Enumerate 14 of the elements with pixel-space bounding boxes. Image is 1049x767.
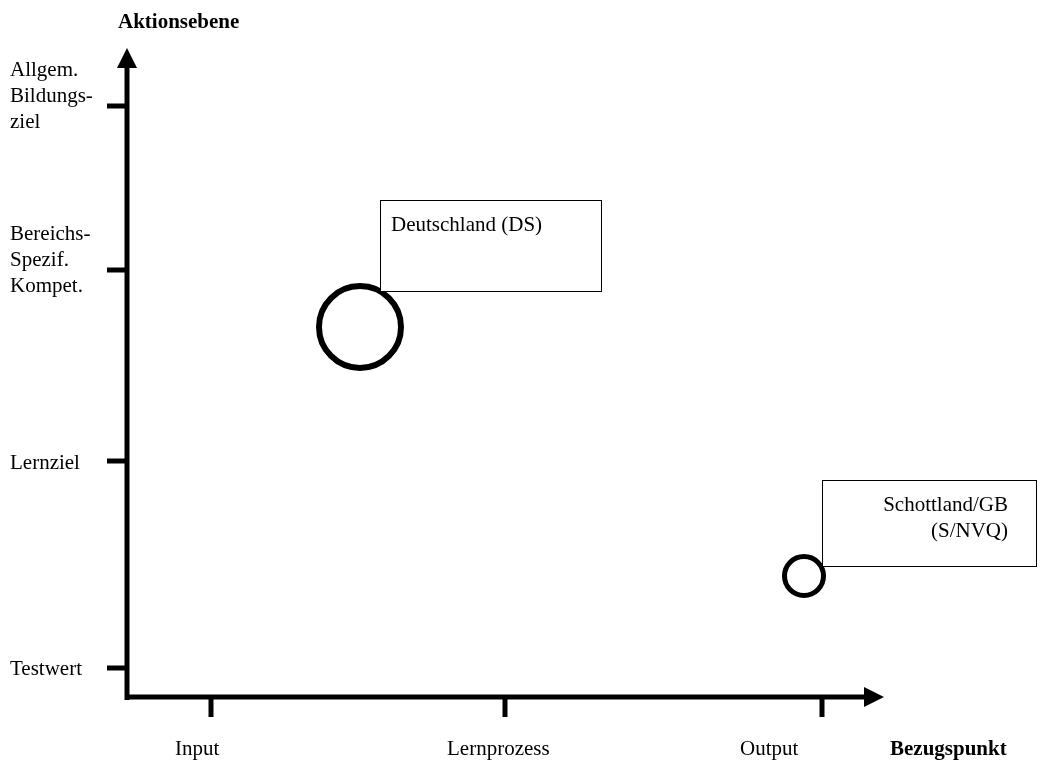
axis-title: Aktionsebene	[118, 8, 240, 34]
label-box	[822, 480, 1037, 567]
tick-label: Lernprozess	[447, 735, 550, 761]
tick-label: Input	[175, 735, 220, 761]
tick-label: Output	[740, 735, 799, 761]
tick-label: Allgem. Bildungs- ziel	[10, 56, 94, 134]
box-text: Deutschland (DS)	[391, 211, 544, 237]
box-text: Schottland/GB (S/NVQ)	[882, 491, 1008, 543]
axis-title: Bezugspunkt	[890, 735, 1007, 761]
tick-label: Bereichs- Spezif. Kompet.	[10, 220, 92, 298]
tick-label: Testwert	[10, 655, 82, 681]
circle-marker	[782, 554, 826, 598]
label-box	[380, 200, 602, 292]
tick-label: Lernziel	[10, 449, 81, 475]
